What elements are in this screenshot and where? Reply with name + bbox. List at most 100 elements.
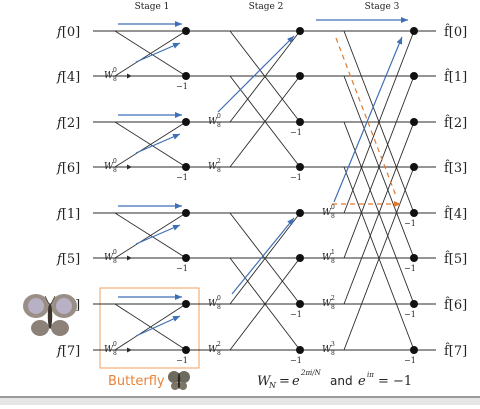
s1-twiddle-1-sup: 0 <box>113 158 117 165</box>
s2-twiddle-0-w: W <box>208 117 218 127</box>
formula-result: = −1 <box>378 374 412 389</box>
s3-twiddle-1-w: W <box>322 253 332 263</box>
s1-cross-up-1 <box>114 121 187 168</box>
s3-cross-up-2 <box>343 121 415 305</box>
s2-twiddle-3-w: W <box>208 345 218 355</box>
bottom-divider <box>0 396 480 398</box>
s1-arrow-diag-0 <box>135 42 181 63</box>
s3-twiddle-0-w: W <box>322 208 332 218</box>
stage-2-title: Stage 2 <box>249 2 284 12</box>
s2-twiddle-1-w: W <box>208 162 218 172</box>
s3-minus-one-5: −1 <box>404 264 416 273</box>
s2-twiddle-1-sup: 2 <box>217 158 221 165</box>
formula-exponent-2: iπ <box>367 371 374 379</box>
s2-minus-one-3: −1 <box>290 173 302 182</box>
node-s3-6 <box>410 300 418 308</box>
s2-minus-one-6: −1 <box>290 310 302 319</box>
s3-twiddle-0-sub: 8 <box>331 213 335 220</box>
input-label-7: f[7] <box>56 344 80 359</box>
s1-twiddle-3-w: W <box>104 345 114 355</box>
s1-twiddle-2-w: W <box>104 253 114 263</box>
s1-twiddle-2-sup: 0 <box>113 249 117 256</box>
s2-arrow-up-0 <box>217 35 295 113</box>
signal-lines <box>93 30 436 353</box>
s2-minus-one-7: −1 <box>290 356 302 365</box>
node-s1-3 <box>182 163 190 171</box>
node-s1-6 <box>182 300 190 308</box>
node-s1-0 <box>182 27 190 35</box>
formula-e2: e <box>358 374 366 389</box>
node-s2-5 <box>296 254 304 262</box>
butterfly-label: Butterfly <box>108 374 165 389</box>
small-butterfly-icon <box>168 371 190 390</box>
node-s1-1 <box>182 72 190 80</box>
s1-arrow-diag-2 <box>135 224 181 245</box>
input-label-4: f[1] <box>56 207 80 222</box>
node-s2-3 <box>296 163 304 171</box>
output-label-1: f̂[1] <box>444 68 467 85</box>
s3-twiddle-2-sub: 8 <box>331 304 335 311</box>
s3-twiddle-0-sup: 0 <box>331 204 335 211</box>
formula-and: and <box>330 374 353 388</box>
input-label-5: f[5] <box>56 252 80 267</box>
node-s3-5 <box>410 254 418 262</box>
s1-cross-up-3 <box>114 303 187 351</box>
s1-twiddle-0-sub: 8 <box>113 76 117 83</box>
s1-arrow-diag-3 <box>135 315 181 337</box>
node-s3-1 <box>410 72 418 80</box>
s3-twiddle-1-sub: 8 <box>331 258 335 265</box>
input-label-0: f[0] <box>56 25 80 40</box>
bottom-scrollbar[interactable] <box>0 396 480 405</box>
s2-minus-one-2: −1 <box>290 128 302 137</box>
s3-arrow-diag <box>333 36 403 203</box>
s1-twiddle-1-w: W <box>104 162 114 172</box>
node-s3-4 <box>410 209 418 217</box>
s3-twiddle-2-sup: 2 <box>331 295 335 302</box>
s1-minus-one-5: −1 <box>176 264 188 273</box>
node-s2-0 <box>296 27 304 35</box>
s1-twiddle-2-sub: 8 <box>113 258 117 265</box>
node-s3-2 <box>410 118 418 126</box>
s3-twiddle-3-sub: 8 <box>331 350 335 357</box>
formula-w: W <box>257 374 272 389</box>
s1-minus-one-7: −1 <box>176 356 188 365</box>
s1-minus-one-1: −1 <box>176 82 188 91</box>
output-labels: f̂[0]f̂[1]f̂[2]f̂[3]f̂[4]f̂[5]f̂[6]f̂[7] <box>444 23 467 359</box>
node-s2-7 <box>296 346 304 354</box>
node-s2-1 <box>296 72 304 80</box>
s3-twiddle-3-sup: 3 <box>331 341 335 348</box>
formula-exponent: 2πi/N <box>300 369 322 377</box>
s1-twiddle-0-sup: 0 <box>113 67 117 74</box>
node-s3-3 <box>410 163 418 171</box>
twiddle-formula: W N = e 2πi/N and e iπ = −1 <box>257 369 412 390</box>
s2-twiddle-2-sup: 0 <box>217 295 221 302</box>
s2-cross-up-3 <box>229 257 301 351</box>
node-s1-4 <box>182 209 190 217</box>
output-label-6: f̂[6] <box>444 296 467 313</box>
output-label-7: f̂[7] <box>444 342 467 359</box>
output-label-3: f̂[3] <box>444 159 467 176</box>
s3-cross-up-1 <box>343 75 415 259</box>
s3-dashed-diag <box>335 37 397 197</box>
s2-twiddle-1-sub: 8 <box>217 167 221 174</box>
formula-equals: = <box>279 374 290 389</box>
node-s2-6 <box>296 300 304 308</box>
s2-cross-up-1 <box>229 75 301 168</box>
formula-e: e <box>292 374 300 389</box>
s2-twiddle-3-sub: 8 <box>217 350 221 357</box>
s1-arrow-diag-1 <box>135 133 181 154</box>
s3-minus-one-4: −1 <box>404 219 416 228</box>
stage-1-title: Stage 1 <box>135 2 170 12</box>
input-label-2: f[2] <box>56 116 80 131</box>
s2-twiddle-0-sub: 8 <box>217 122 221 129</box>
s1-twiddle-0-w: W <box>104 71 114 81</box>
s1-minus-one-3: −1 <box>176 173 188 182</box>
s2-cross-up-0 <box>229 30 301 123</box>
s1-cross-up-0 <box>114 30 187 77</box>
node-s1-2 <box>182 118 190 126</box>
output-label-4: f̂[4] <box>444 205 467 222</box>
s1-twiddle-3-sup: 0 <box>113 341 117 348</box>
stage-3-title: Stage 3 <box>365 2 400 12</box>
